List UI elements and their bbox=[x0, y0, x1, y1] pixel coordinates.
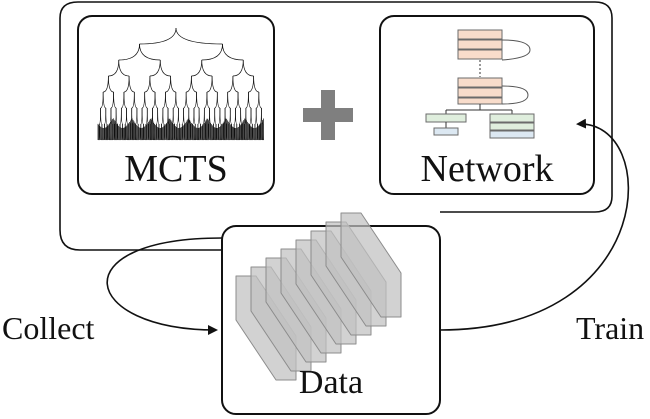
tree-edge bbox=[211, 75, 218, 93]
search-tree-icon bbox=[97, 27, 264, 141]
tree-edge bbox=[126, 107, 129, 125]
tree-edge bbox=[242, 59, 254, 77]
tree-edge bbox=[237, 91, 241, 109]
tree-edge bbox=[100, 107, 103, 125]
tree-edge bbox=[159, 59, 171, 77]
tree-edge bbox=[149, 75, 156, 93]
tree-edge bbox=[123, 91, 127, 109]
tree-edge bbox=[193, 107, 196, 125]
train-label: Train bbox=[576, 310, 645, 346]
tree-edge bbox=[224, 107, 227, 125]
tree-edge bbox=[227, 91, 231, 109]
tree-edge bbox=[222, 43, 244, 61]
mcts-box bbox=[77, 15, 275, 195]
tree-edge bbox=[139, 27, 177, 45]
tree-edge bbox=[133, 91, 138, 109]
tree-edge bbox=[201, 59, 213, 77]
network-label: Network bbox=[420, 148, 554, 190]
tree-edge bbox=[248, 91, 252, 109]
data-label: Data bbox=[298, 364, 364, 401]
tree-edge bbox=[198, 107, 201, 125]
tree-edge bbox=[162, 107, 165, 125]
tree-edge bbox=[113, 91, 117, 109]
tree-edge bbox=[245, 107, 248, 125]
tree-edge bbox=[136, 107, 139, 125]
collect-label: Collect bbox=[2, 310, 95, 346]
tree-edge bbox=[120, 107, 123, 125]
mcts-label: MCTS bbox=[124, 148, 228, 190]
tree-edge bbox=[175, 27, 223, 45]
tree-edge bbox=[118, 43, 140, 61]
outer-loop-frame bbox=[59, 1, 613, 251]
tree-edge bbox=[183, 107, 186, 125]
train-arrow bbox=[439, 118, 630, 331]
tree-edge bbox=[191, 75, 197, 93]
neural-network-icon bbox=[425, 29, 535, 139]
tree-edge bbox=[232, 75, 239, 93]
tree-edge bbox=[141, 107, 144, 125]
plus-icon bbox=[303, 90, 353, 140]
tree-edge bbox=[175, 91, 179, 109]
tree-edge bbox=[139, 43, 161, 61]
tree-edge bbox=[255, 107, 258, 125]
tree-edge bbox=[219, 107, 222, 125]
tree-edge bbox=[165, 91, 169, 109]
stacked-data-sheets-icon bbox=[235, 212, 402, 381]
tree-edge bbox=[250, 107, 253, 125]
tree-edge bbox=[185, 91, 189, 109]
tree-edge bbox=[144, 91, 148, 109]
tree-edge bbox=[154, 91, 158, 109]
tree-edge bbox=[196, 91, 200, 109]
tree-edge bbox=[172, 107, 175, 125]
tree-edge bbox=[115, 107, 118, 125]
tree-edge bbox=[229, 107, 232, 125]
tree-edge bbox=[214, 107, 217, 125]
collect-arrow bbox=[106, 237, 223, 335]
data-sheet bbox=[340, 212, 402, 318]
tree-edge bbox=[258, 91, 262, 109]
tree-edge bbox=[157, 107, 160, 125]
tree-edge bbox=[206, 91, 210, 109]
tree-edge bbox=[201, 43, 223, 61]
tree-edge bbox=[128, 75, 135, 93]
tree-edge bbox=[235, 107, 238, 125]
tree-edge bbox=[253, 75, 259, 93]
tree-edge bbox=[108, 75, 114, 93]
tree-edge bbox=[216, 91, 221, 109]
network-box bbox=[379, 15, 595, 195]
tree-edge bbox=[178, 107, 181, 125]
tree-edge bbox=[170, 75, 176, 93]
tree-edge bbox=[102, 91, 106, 109]
tree-edge bbox=[118, 59, 130, 77]
tree-edge bbox=[105, 107, 108, 125]
